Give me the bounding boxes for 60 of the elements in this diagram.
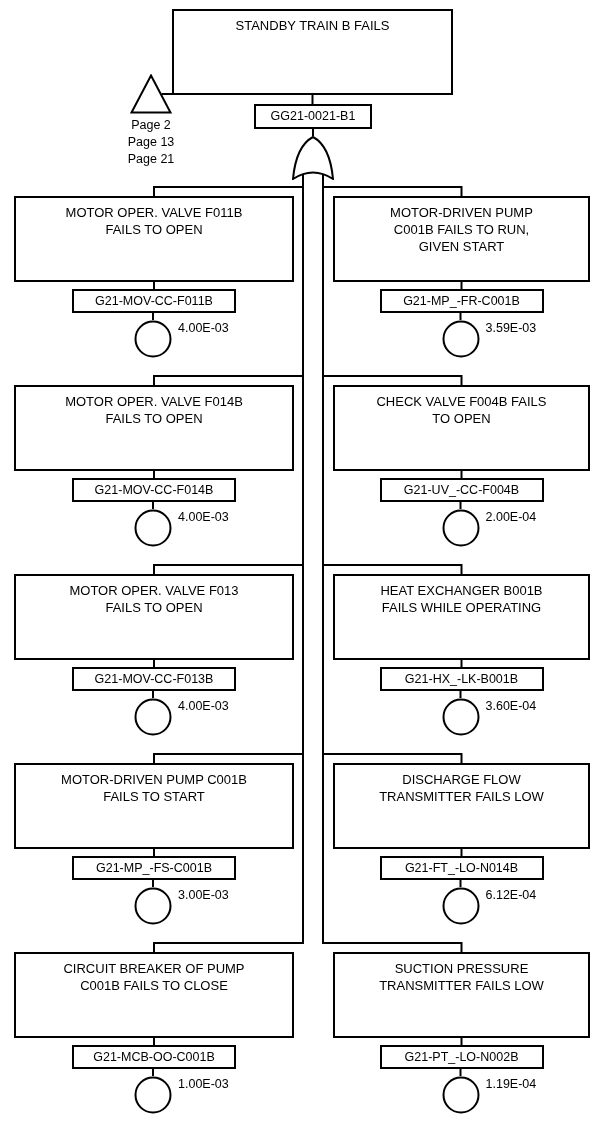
transfer-triangle	[130, 74, 172, 114]
basic-event-circle	[441, 1076, 480, 1114]
probability-value: 4.00E-03	[178, 321, 229, 335]
probability-value: 2.00E-04	[485, 510, 537, 524]
probability-value: 1.19E-04	[485, 1077, 537, 1091]
event-id-label: G21-FT_-LO-N014B	[379, 856, 544, 880]
basic-event-circle	[441, 698, 480, 736]
event-box: MOTOR-DRIVEN PUMP C001B FAILS TO RUN, GIVEN START	[333, 196, 590, 282]
event-id-label: G21-MP_-FS-C001B	[72, 856, 236, 880]
event-box: SUCTION PRESSURE TRANSMITTER FAILS LOW	[333, 952, 590, 1038]
or-gate	[292, 136, 334, 180]
event-box: MOTOR OPER. VALVE F014B FAILS TO OPEN	[14, 385, 294, 471]
event-id-label: G21-MOV-CC-F014B	[72, 478, 236, 502]
connector-line	[160, 93, 173, 95]
connector-line	[460, 848, 463, 857]
basic-event-circle	[134, 320, 172, 358]
basic-event-circle	[134, 509, 172, 547]
basic-event-circle	[441, 887, 480, 925]
connector-line	[460, 1037, 463, 1046]
connector-line	[153, 281, 155, 290]
probability-value: 4.00E-03	[178, 699, 229, 713]
page-reference: Page 2	[131, 118, 171, 132]
event-id-label: G21-MP_-FR-C001B	[379, 289, 544, 313]
connector-line	[312, 128, 314, 137]
probability-value: 3.59E-03	[485, 321, 537, 335]
event-box: DISCHARGE FLOW TRANSMITTER FAILS LOW	[333, 763, 590, 849]
event-id-label: G21-MCB-OO-C001B	[72, 1045, 236, 1069]
probability-value: 1.00E-03	[178, 1077, 229, 1091]
connector-line	[460, 281, 463, 290]
basic-event-circle	[134, 887, 172, 925]
event-id-label: G21-HX_-LK-B001B	[379, 667, 544, 691]
connector-line	[460, 470, 463, 479]
probability-value: 3.00E-03	[178, 888, 229, 902]
connector-line	[153, 470, 155, 479]
basic-event-circle	[134, 698, 172, 736]
connector-line	[153, 848, 155, 857]
connector-line	[460, 659, 463, 668]
page-reference: Page 13	[127, 135, 175, 149]
event-id-label: GG21-0021-B1	[254, 104, 372, 129]
probability-value: 4.00E-03	[178, 510, 229, 524]
event-box: HEAT EXCHANGER B001B FAILS WHILE OPERATING	[333, 574, 590, 660]
event-box: MOTOR-DRIVEN PUMP C001B FAILS TO START	[14, 763, 294, 849]
connector-line	[311, 94, 314, 105]
event-box: MOTOR OPER. VALVE F011B FAILS TO OPEN	[14, 196, 294, 282]
event-id-label: G21-UV_-CC-F004B	[379, 478, 544, 502]
connector-line	[153, 1037, 155, 1046]
basic-event-circle	[441, 320, 480, 358]
event-box: STANDBY TRAIN B FAILS	[172, 9, 453, 95]
event-id-label: G21-PT_-LO-N002B	[379, 1045, 544, 1069]
event-id-label: G21-MOV-CC-F013B	[72, 667, 236, 691]
event-id-label: G21-MOV-CC-F011B	[72, 289, 236, 313]
probability-value: 6.12E-04	[485, 888, 537, 902]
basic-event-circle	[441, 509, 480, 547]
basic-event-circle	[134, 1076, 172, 1114]
event-box: CHECK VALVE F004B FAILS TO OPEN	[333, 385, 590, 471]
event-box: CIRCUIT BREAKER OF PUMP C001B FAILS TO CLOSE	[14, 952, 294, 1038]
event-box: MOTOR OPER. VALVE F013 FAILS TO OPEN	[14, 574, 294, 660]
connector-line	[153, 659, 155, 668]
page-reference: Page 21	[127, 152, 175, 166]
probability-value: 3.60E-04	[485, 699, 537, 713]
